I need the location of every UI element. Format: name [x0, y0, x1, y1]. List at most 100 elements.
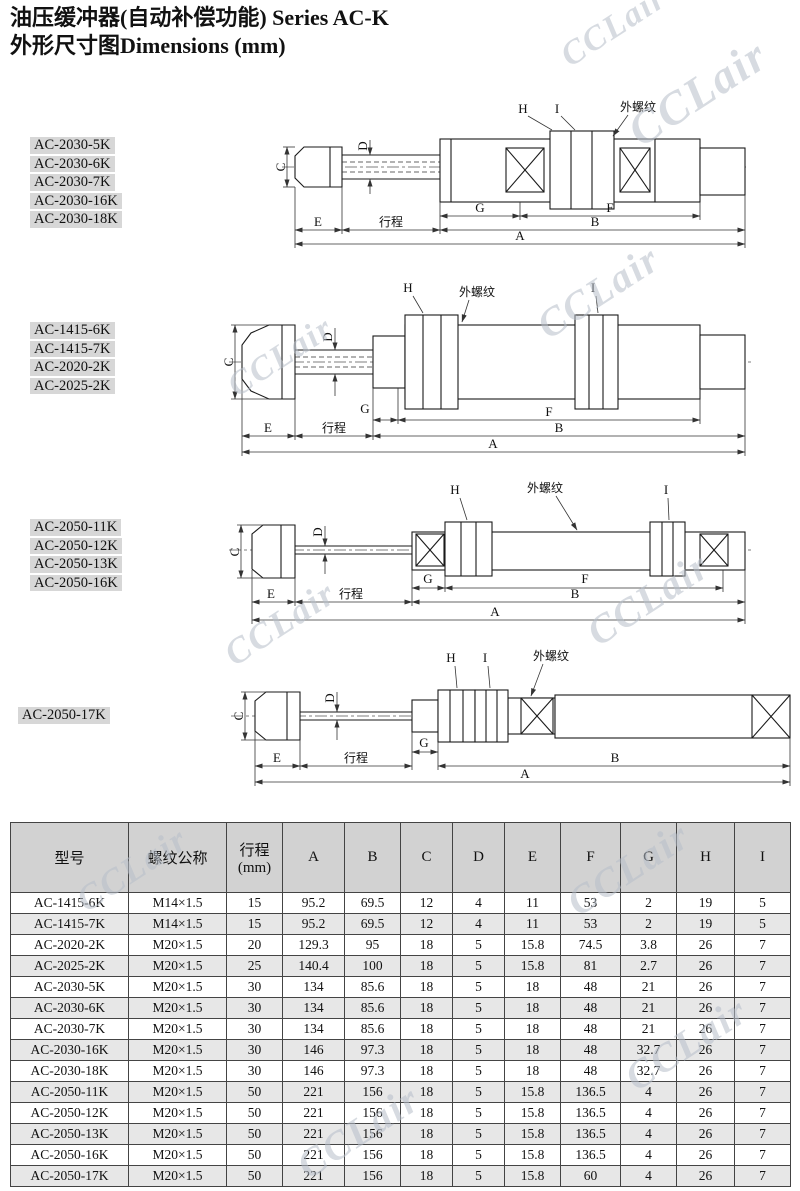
hex-nut	[649, 521, 686, 577]
table-cell: M20×1.5	[128, 1123, 227, 1145]
table-cell: 19	[676, 913, 735, 935]
table-cell: 48	[560, 1060, 621, 1082]
dim-label-d: D	[320, 332, 335, 341]
table-cell: 26	[676, 976, 735, 998]
table-cell: 26	[676, 1018, 735, 1040]
table-cell: 15.8	[504, 1123, 561, 1145]
model-list-ac2050-17k: AC-2050-17K	[18, 707, 110, 724]
table-cell: 134	[282, 997, 345, 1019]
model-label: AC-2050-11K	[30, 519, 122, 536]
cross-section-box	[699, 533, 729, 567]
dim-label-b: B	[611, 750, 620, 765]
table-cell: 53	[560, 913, 621, 935]
table-cell: 15.8	[504, 955, 561, 977]
table-cell: AC-2030-16K	[10, 1039, 129, 1061]
watermark: CCLair	[554, 0, 674, 75]
table-header-cell: B	[344, 822, 401, 893]
cross-section-box	[505, 147, 545, 193]
table-cell: 15.8	[504, 1102, 561, 1124]
table-cell: 5	[452, 934, 505, 956]
table-cell: 7	[734, 1039, 791, 1061]
table-cell: 5	[452, 1039, 505, 1061]
dim-label-g: G	[423, 571, 432, 586]
model-label: AC-2030-16K	[30, 192, 122, 209]
absorber-outline	[282, 130, 746, 210]
thread-label: 外螺纹	[527, 481, 563, 495]
table-cell: 5	[452, 1123, 505, 1145]
table-cell: 26	[676, 1123, 735, 1145]
table-cell: M20×1.5	[128, 934, 227, 956]
table-cell: 18	[400, 997, 453, 1019]
table-header-cell: 型号	[10, 822, 129, 893]
model-label: AC-2030-7K	[30, 174, 115, 191]
table-cell: M20×1.5	[128, 976, 227, 998]
table-cell: 5	[452, 1060, 505, 1082]
table-cell: 4	[620, 1102, 677, 1124]
hex-nut	[549, 130, 615, 210]
table-cell: 26	[676, 934, 735, 956]
dim-label-i: I	[555, 101, 559, 116]
table-cell: 11	[504, 892, 561, 914]
table-cell: 2	[620, 892, 677, 914]
table-cell: 156	[344, 1123, 401, 1145]
table-cell: 5	[452, 1102, 505, 1124]
table-cell: 18	[504, 1039, 561, 1061]
table-cell: 4	[620, 1165, 677, 1187]
table-cell: 95.2	[282, 913, 345, 935]
dim-label-c: C	[273, 163, 288, 172]
table-cell: 5	[452, 1144, 505, 1166]
table-cell: 18	[400, 1018, 453, 1040]
table-header-cell: A	[282, 822, 345, 893]
table-cell: 221	[282, 1144, 345, 1166]
table-cell: 5	[452, 955, 505, 977]
table-cell: 5	[452, 1018, 505, 1040]
table-cell: AC-2025-2K	[10, 955, 129, 977]
table-cell: 136.5	[560, 1102, 621, 1124]
absorber-outline	[229, 314, 751, 410]
table-cell: 21	[620, 997, 677, 1019]
dim-label-h: H	[403, 280, 412, 295]
table-cell: 18	[504, 1018, 561, 1040]
table-cell: 100	[344, 955, 401, 977]
dim-label-h: H	[446, 650, 455, 665]
table-cell: 18	[400, 1123, 453, 1145]
table-cell: 2.7	[620, 955, 677, 977]
table-cell: 7	[734, 934, 791, 956]
table-cell: 18	[400, 1081, 453, 1103]
table-cell: AC-1415-6K	[10, 892, 129, 914]
table-cell: 48	[560, 997, 621, 1019]
table-cell: 53	[560, 892, 621, 914]
table-cell: 15.8	[504, 934, 561, 956]
table-cell: M20×1.5	[128, 1018, 227, 1040]
table-cell: 81	[560, 955, 621, 977]
table-header-cell: 螺纹公称	[128, 822, 227, 893]
table-cell: 69.5	[344, 913, 401, 935]
table-cell: M20×1.5	[128, 1102, 227, 1124]
dim-label-e: E	[267, 586, 275, 601]
table-cell: 18	[400, 934, 453, 956]
absorber-outline	[229, 521, 751, 579]
table-cell: 5	[452, 997, 505, 1019]
table-header-cell: C	[400, 822, 453, 893]
dim-label-f: F	[545, 404, 552, 419]
page-title: 油压缓冲器(自动补偿功能) Series AC-K 外形尺寸图Dimension…	[10, 4, 389, 60]
table-cell: 12	[400, 913, 453, 935]
table-cell: 48	[560, 976, 621, 998]
model-label: AC-2050-13K	[30, 556, 122, 573]
dim-label-g: G	[419, 735, 428, 750]
table-cell: 15.8	[504, 1144, 561, 1166]
dim-label-h: H	[450, 482, 459, 497]
table-cell: 25	[226, 955, 283, 977]
table-cell: 146	[282, 1039, 345, 1061]
dim-label-f: F	[606, 200, 613, 215]
table-cell: 5	[452, 1081, 505, 1103]
model-label: AC-2050-12K	[30, 537, 122, 554]
